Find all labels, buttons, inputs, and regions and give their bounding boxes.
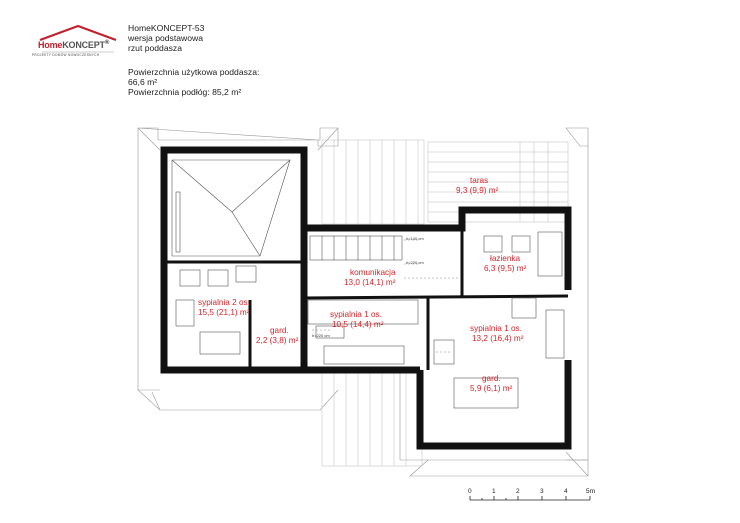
logo-wordmark: HomeKONCEPT® [38, 40, 110, 50]
logo-tagline: PROJEKTY DOMÓW NOWOCZESNYCH [32, 53, 100, 57]
room-gard2-area: 5,9 (6,1) m² [470, 384, 513, 393]
scale-label-3: 3 [540, 488, 544, 495]
room-sypialnia1b-area: 13,2 (16,4) m² [472, 334, 524, 343]
room-taras-area: 9,3 (9,9) m² [456, 186, 499, 195]
scale-bar [469, 496, 591, 501]
usable-area-label: Powierzchnia użytkowa poddasza: [128, 67, 260, 77]
walls [160, 146, 572, 450]
room-komunikacja-name: komunikacja [350, 268, 396, 277]
scale-label-5m: 5m [586, 488, 596, 495]
room-gard2-name: gard. [482, 374, 501, 383]
height-lines [312, 239, 460, 353]
project-name: HomeKONCEPT-53 [128, 23, 205, 33]
room-gard1-area: 2,2 (3,8) m² [256, 336, 299, 345]
room-sypialnia1a-name: sypialnia 1 os. [330, 310, 382, 319]
plan-title: rzut poddasza [128, 43, 182, 53]
usable-area-value: 66,6 m² [128, 77, 158, 87]
scale-label-1: 1 [492, 488, 496, 495]
height-mark-140: h=140 cm [406, 236, 424, 241]
roof-outline [137, 127, 589, 477]
room-sypialnia1b-name: sypialnia 1 os. [470, 324, 522, 333]
project-version: wersja podstawowa [128, 33, 203, 43]
room-sypialnia1a-area: 10,5 (14,4) m² [332, 320, 384, 329]
homekoncept-logo [39, 24, 117, 53]
thin-lines [171, 159, 565, 409]
room-lazienka-area: 6,3 (9,5) m² [484, 264, 527, 273]
deck-planks [321, 139, 569, 467]
room-sypialnia2-name: sypialnia 2 os. [198, 298, 250, 307]
scale-label-4: 4 [564, 488, 568, 495]
scale-label-2: 2 [516, 488, 520, 495]
room-lazienka-name: łazienka [490, 254, 521, 263]
height-mark-220-a: h=220 cm [406, 260, 424, 265]
floor-area: Powierzchnia podłóg: 85,2 m² [128, 87, 242, 97]
room-taras-name: taras [470, 176, 489, 185]
height-mark-220-b: h=220 cm [312, 333, 330, 338]
inner-walls [164, 228, 569, 370]
room-komunikacja-area: 13,0 (14,1) m² [344, 278, 396, 287]
scale-label-0: 0 [468, 488, 472, 495]
room-sypialnia2-area: 15,5 (21,1) m² [198, 308, 250, 317]
room-gard1-name: gard. [270, 326, 289, 335]
